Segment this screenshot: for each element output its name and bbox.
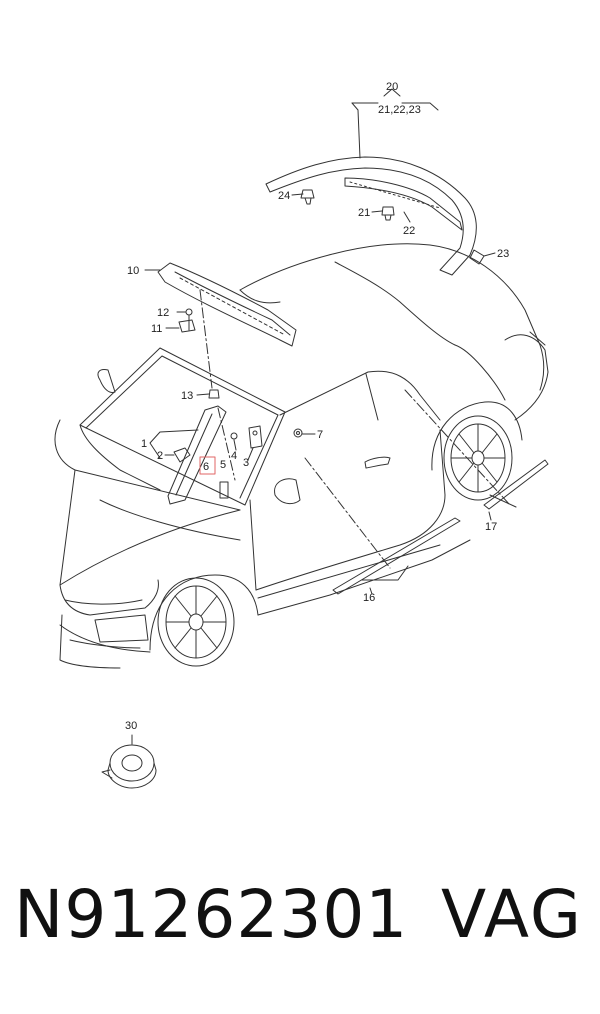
callout-13: 13: [181, 390, 193, 402]
callout-6: 6: [203, 461, 209, 473]
callout-1: 1: [141, 438, 147, 450]
bracket-3: [248, 425, 263, 449]
callout-10: 10: [127, 265, 139, 277]
car-body: [54, 243, 549, 669]
rear-trim-17: [483, 459, 549, 510]
part-number: N91262301: [14, 876, 409, 953]
brand-name: VAG: [441, 876, 584, 953]
screw-12: [185, 308, 193, 331]
highlight-box-6: [199, 456, 216, 475]
callout-7: 7: [317, 429, 323, 441]
part-2: [173, 447, 191, 463]
callout-23: 23: [497, 248, 509, 260]
callout-22: 22: [403, 225, 415, 237]
tape-roll-30: [101, 734, 157, 789]
callout-24: 24: [278, 190, 290, 202]
sill-trim-16: [332, 517, 461, 595]
a-pillar-trim: [167, 405, 227, 505]
callout-leaders: [144, 88, 517, 595]
nut-13: [208, 389, 220, 399]
front-wheel: [157, 577, 235, 667]
callout-4: 4: [231, 450, 237, 462]
leader-lines: [199, 289, 511, 569]
clip-5: [219, 481, 229, 499]
nut-7: [293, 428, 303, 438]
callout-labels: 20 21,22,23 24 21 22 23 10 12 11 13 7 1 …: [125, 81, 509, 732]
callout-16: 16: [363, 592, 375, 604]
callout-21: 21: [358, 207, 370, 219]
rear-wheel: [443, 415, 513, 501]
windshield-header-trim: [157, 262, 297, 347]
callout-17: 17: [485, 521, 497, 533]
screw-4: [230, 432, 238, 440]
clip-21: [381, 206, 395, 221]
callout-20: 20: [386, 81, 398, 93]
callout-5: 5: [220, 459, 226, 471]
callout-3: 3: [243, 457, 249, 469]
end-cap-23: [469, 249, 485, 265]
callout-12: 12: [157, 307, 169, 319]
roof-rail-trim: [265, 156, 477, 276]
clip-24: [300, 189, 315, 205]
callout-30: 30: [125, 720, 137, 732]
bracket-11: [178, 319, 196, 333]
callout-11: 11: [151, 323, 162, 335]
callout-21-22-23: 21,22,23: [378, 104, 421, 116]
callout-2: 2: [157, 450, 163, 462]
